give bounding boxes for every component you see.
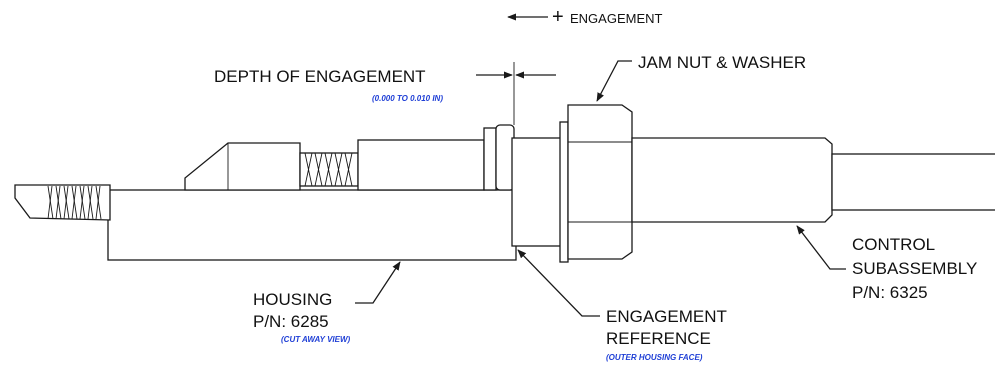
control-callout: CONTROL SUBASSEMBLY P/N: 6325 [796,225,977,302]
jam-nut [567,104,633,260]
depth-dimension: DEPTH OF ENGAGEMENT (0.000 TO 0.010 IN) [214,62,556,125]
housing-callout: HOUSING P/N: 6285 (CUT AWAY VIEW) [253,261,401,344]
engagement-reference-label-line2: REFERENCE [606,329,711,348]
control-label: CONTROL [852,235,935,254]
reference-face-note: (OUTER HOUSING FACE) [606,353,703,362]
plunger-assembly [184,124,515,191]
direction-label: ENGAGEMENT [570,11,663,26]
plunger-body [357,139,485,191]
housing-view-note: (CUT AWAY VIEW) [281,335,351,344]
engagement-reference-label: ENGAGEMENT [606,307,727,326]
housing-body [107,189,517,261]
plunger-tip [184,142,301,191]
housing-part-number: P/N: 6285 [253,312,329,331]
jam-nut-washer-label: JAM NUT & WASHER [638,53,806,72]
plunger-collar [495,124,515,191]
subassembly-label: SUBASSEMBLY [852,259,977,278]
control-shaft [511,137,563,247]
housing-part [14,184,517,261]
washer [559,121,569,263]
engagement-direction-indicator: + ENGAGEMENT [507,6,663,28]
housing-thread [47,185,102,220]
housing-label: HOUSING [253,290,332,309]
depth-of-engagement-label: DEPTH OF ENGAGEMENT [214,67,426,86]
housing-nose [14,184,111,221]
reference-callout: ENGAGEMENT REFERENCE (OUTER HOUSING FACE… [517,249,727,362]
plunger-flange [483,127,497,191]
control-body [631,137,833,223]
direction-sign: + [552,6,564,28]
depth-tolerance-note: (0.000 TO 0.010 IN) [372,94,443,103]
control-part-number: P/N: 6325 [852,283,928,302]
control-tube [831,153,995,211]
control-subassembly-part [511,104,995,263]
jam-nut-callout: JAM NUT & WASHER [596,53,806,102]
